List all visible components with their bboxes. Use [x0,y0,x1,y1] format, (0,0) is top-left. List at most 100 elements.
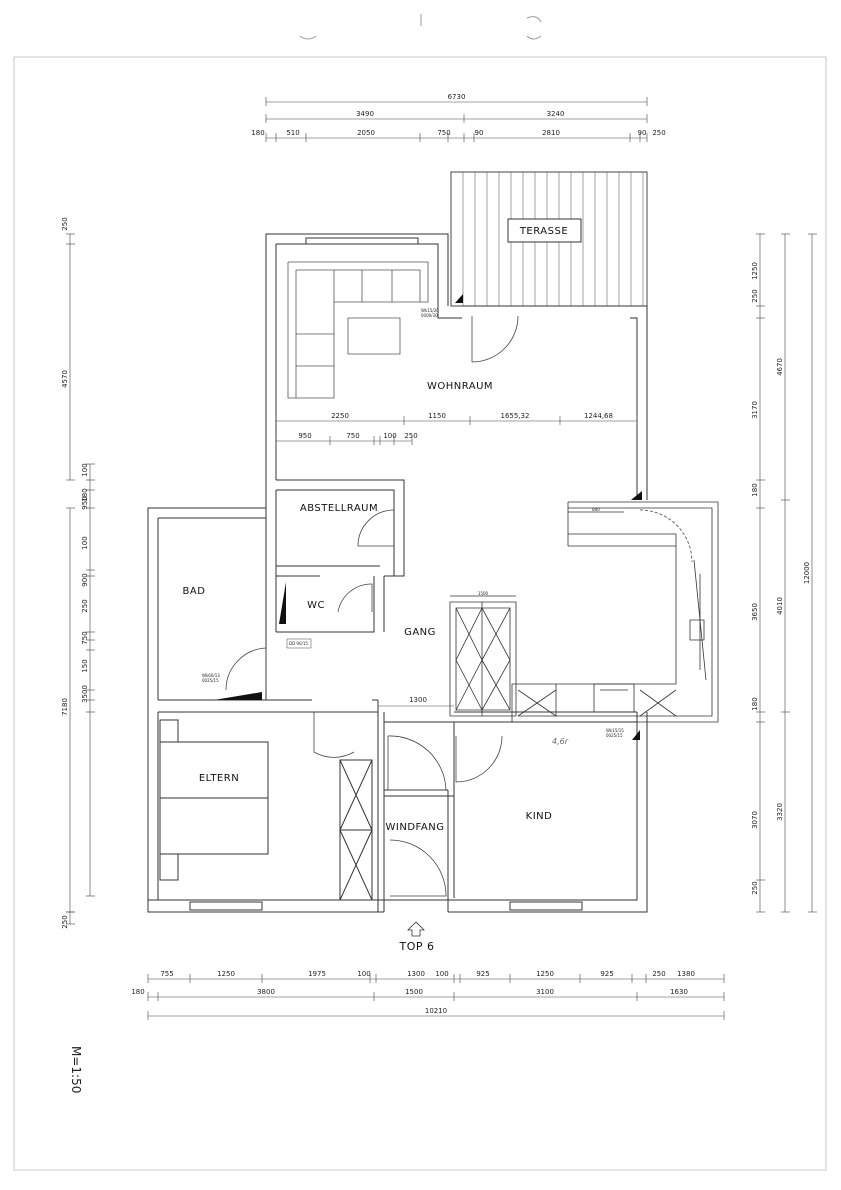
dim-left-inner: 100 [81,463,89,476]
dim-top-row3: 510 [286,129,299,137]
dim-wohn-row1: 1150 [428,412,446,420]
dim-left-outer: 250 [61,217,69,230]
dim-wohn-row1: 2250 [331,412,349,420]
hand-note: 4,6r [552,737,569,746]
dim-bottom-row1: 1300 [407,970,425,978]
dim-left-inner: 180 [81,488,89,501]
dim-left-inner: 250 [81,599,89,612]
window-label: 0025/15 [202,678,219,683]
dim-wohn-row2: 950 [298,432,311,440]
dim-bottom-row1: 100 [435,970,448,978]
dim-top-row3: 180 [251,129,264,137]
kitchen-dim-a: 1500 [478,591,489,596]
dim-top-row3: 90 [638,129,647,137]
plan-title: TOP 6 [398,940,434,953]
dim-right-inner: 3650 [751,603,759,621]
scale-label: M=1:50 [69,1046,83,1093]
dim-wohn-row2: 100 [383,432,396,440]
dim-top-row3: 750 [437,129,450,137]
dim-right-inner: 250 [751,289,759,302]
marker-icon [279,582,286,624]
window-label: Wk15/20 [421,308,439,313]
dim-bottom-row2: 3100 [536,988,554,996]
dim-right-inner: 3170 [751,401,759,419]
dim-bottom-row1: 755 [160,970,173,978]
dim-left-inner: 100 [81,536,89,549]
dim-right-inner: 1250 [751,262,759,280]
dim-left-inner: 950 [81,496,89,509]
room-label-wc: WC [307,600,325,611]
dim-bottom-row2: 1630 [670,988,688,996]
window-label: DD 90/15 [289,641,308,646]
marker-icon [631,491,642,500]
dim-bottom-row1: 1380 [677,970,695,978]
sofa [288,262,428,398]
dimension-texts: 6730 3490 3240 180 510 2050 750 90 2810 90 250 2250… [61,93,811,1015]
dim-top-row2: 3490 [356,110,374,118]
kitchen-dim-b: 800 [592,507,600,512]
dim-gang: 1300 [409,696,427,704]
dim-right-outer: 12000 [803,562,811,584]
marker-icon [214,692,262,700]
dim-bottom-row1: 925 [476,970,489,978]
room-label-gang: GANG [404,627,436,638]
dim-left-outer: 4570 [61,370,69,388]
dim-bottom-row1: 1250 [217,970,235,978]
walls [148,234,647,912]
dim-top-total: 6730 [448,93,466,101]
dim-top-row3: 250 [652,129,665,137]
dim-bottom-row2: 1500 [405,988,423,996]
dim-bottom-row1: 1975 [308,970,326,978]
room-label-windfang: WINDFANG [386,822,445,833]
terrace: TERASSE [451,172,647,306]
dim-right-mid: 3320 [776,803,784,821]
dim-top-row2: 3240 [547,110,565,118]
window-label: Wk60/13 [202,673,220,678]
window-label: Wk15/15 [606,728,624,733]
room-label-eltern: ELTERN [199,773,239,784]
dim-right-mid: 4010 [776,597,784,615]
dim-left-inner: 900 [81,573,89,586]
room-label-wohnraum: WOHNRAUM [427,381,493,392]
dim-top-row3: 2810 [542,129,560,137]
kitchen [450,502,718,722]
room-label-abstellraum: ABSTELLRAUM [300,503,378,514]
entrance-arrow-icon [408,922,424,936]
window-label: 0000/30 [421,313,438,318]
punch-hole-mark [300,36,316,39]
dim-top-row3: 90 [475,129,484,137]
window-label: 0025/15 [606,733,623,738]
dim-bottom-row1: 250 [652,970,665,978]
room-label-kind: KIND [526,811,553,822]
dim-wohn-row2: 250 [404,432,417,440]
punch-hole-mark [527,17,541,39]
dim-bottom-row1: 1250 [536,970,554,978]
page-border [14,57,826,1170]
dim-bottom-row1: 100 [357,970,370,978]
doors [226,316,692,896]
dim-right-inner: 180 [751,697,759,710]
dim-wohn-row1: 1244,68 [584,412,613,420]
dim-bottom-row2: 3800 [257,988,275,996]
dim-bottom-total: 10210 [425,1007,447,1015]
dim-left-outer: 250 [61,915,69,928]
dim-wohn-row2: 750 [346,432,359,440]
dim-bottom-row1: 925 [600,970,613,978]
marker-icon [632,730,640,740]
dim-left-outer: 7180 [61,698,69,716]
dim-top-row3: 2050 [357,129,375,137]
dim-left-inner: 750 [81,631,89,644]
room-label-terasse: TERASSE [519,226,568,237]
dim-right-mid: 4670 [776,358,784,376]
marker-icon [455,294,463,303]
dim-wohn-row1: 1655,32 [501,412,530,420]
dim-right-inner: 250 [751,881,759,894]
dim-right-inner: 3070 [751,811,759,829]
dim-right-inner: 180 [751,483,759,496]
dimension-lines [66,97,817,1020]
dim-bottom-row2: 180 [131,988,144,996]
room-label-bad: BAD [183,586,206,597]
dim-left-inner: 3500 [81,685,89,703]
dim-left-inner: 150 [81,659,89,672]
